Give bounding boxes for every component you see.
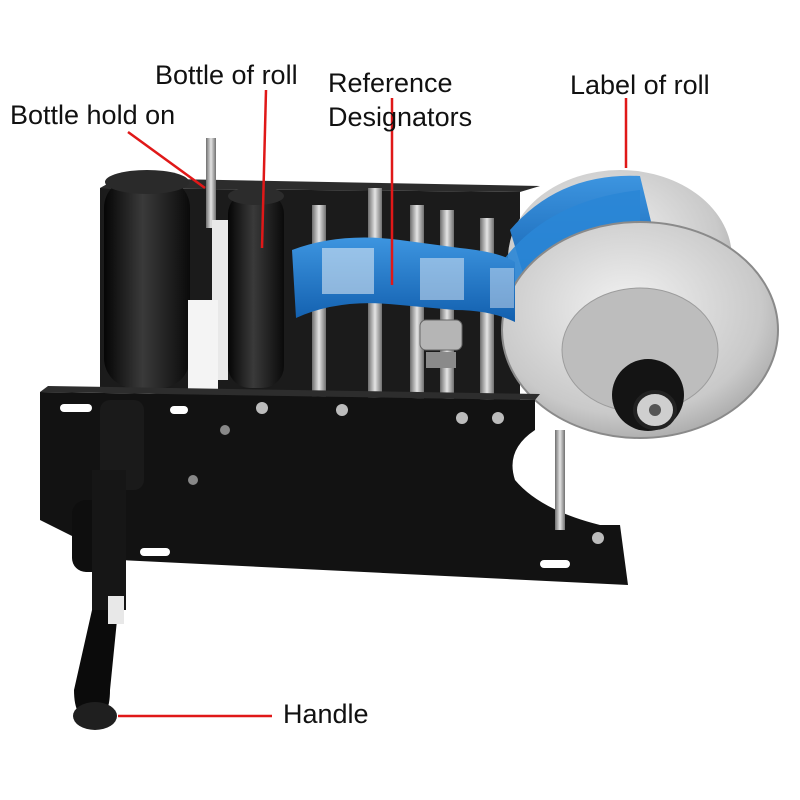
front-frame-plate <box>40 386 628 585</box>
callout-label-of-roll: Label of roll <box>570 70 710 100</box>
label-roll <box>501 170 779 439</box>
callout-lines <box>118 89 628 718</box>
callout-reference-line1: Reference <box>328 68 453 98</box>
rubber-rollers <box>104 170 284 390</box>
callout-bottle-hold-on: Bottle hold on <box>10 100 176 130</box>
callout-line-bottle-hold-on <box>127 130 206 190</box>
label-tape <box>292 237 515 322</box>
callout-bottle-of-roll: Bottle of roll <box>155 60 298 90</box>
callout-line-bottle-of-roll <box>260 89 268 249</box>
callout-reference-designators: Reference Designators <box>328 66 472 134</box>
callout-handle: Handle <box>283 699 369 729</box>
callout-reference-line2: Designators <box>328 102 473 132</box>
tension-knob <box>419 319 463 368</box>
crank-handle <box>72 400 144 730</box>
